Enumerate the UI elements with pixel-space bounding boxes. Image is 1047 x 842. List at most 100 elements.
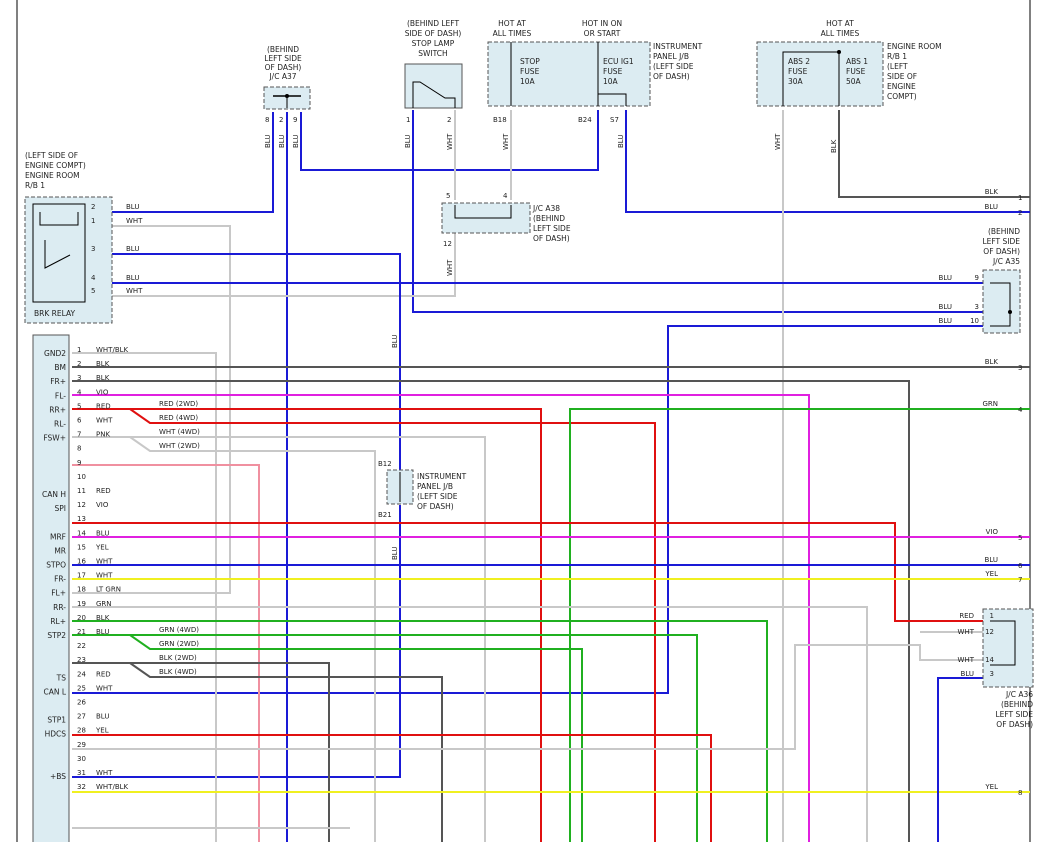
a36-wire-3: BLU bbox=[961, 670, 974, 678]
wire-blu-b21 bbox=[72, 505, 401, 778]
ja38-note-4: OF DASH) bbox=[533, 234, 570, 243]
rt-num-3: 3 bbox=[1018, 364, 1022, 372]
hot-on-2: OR START bbox=[584, 29, 621, 38]
vlabel-a37-8: BLU bbox=[264, 135, 272, 148]
rt-num-7: 7 bbox=[1018, 576, 1022, 584]
sls-pin1: 1 bbox=[406, 116, 410, 124]
rt-wire-8: YEL bbox=[984, 783, 998, 791]
rt-wire-4: GRN bbox=[982, 400, 998, 408]
jc-a38-bus bbox=[454, 205, 512, 219]
ecu-pin-num-23: 23 bbox=[77, 656, 86, 664]
wire-grn-4 bbox=[569, 408, 1030, 842]
errb1-note-2: R/B 1 bbox=[887, 52, 907, 61]
rb1l-note-4: R/B 1 bbox=[25, 181, 45, 190]
abs2-fuse-1: ABS 2 bbox=[788, 57, 810, 66]
ecu-pin-wire-4: VIO bbox=[96, 388, 109, 396]
rt-num-6: 6 bbox=[1018, 562, 1023, 570]
stop-fuse-2: FUSE bbox=[520, 67, 540, 76]
ecu-pin-num-20: 20 bbox=[77, 614, 86, 622]
rt-wire-1: BLK bbox=[985, 188, 999, 196]
a38-pin4: 4 bbox=[503, 192, 508, 200]
hot-on-1: HOT IN ON bbox=[582, 19, 622, 28]
vlabel-s7: BLU bbox=[617, 135, 625, 148]
wire-rrm-4wd bbox=[130, 634, 698, 842]
ecu-pin-name-25: CAN L bbox=[43, 687, 66, 696]
ja37-note-2: LEFT SIDE bbox=[264, 54, 302, 63]
hot-always-2: ALL TIMES bbox=[493, 29, 532, 38]
ja36-note-2: (BEHIND bbox=[1001, 700, 1033, 709]
ecu-pin-name-1: GND2 bbox=[44, 349, 66, 358]
wire-flminus bbox=[72, 394, 810, 842]
a36-pins: RED 1 WHT 12 WHT 14 BLU 3 bbox=[958, 612, 995, 678]
wire-wht-a38-12 bbox=[90, 232, 456, 297]
stop-fuse-3: 10A bbox=[520, 77, 536, 86]
ecu-pin-num-6: 6 bbox=[77, 417, 82, 425]
a36-pin-14: 14 bbox=[985, 656, 994, 664]
ecu-pin-name-7: FSW+ bbox=[43, 434, 66, 443]
wire-rrplus-2wd bbox=[130, 408, 542, 842]
vlabel-sls2: WHT bbox=[446, 133, 454, 150]
ecu-pin-num-15: 15 bbox=[77, 543, 86, 551]
relay-pin1: 1 bbox=[91, 217, 95, 225]
ecu-pin-num-21: 21 bbox=[77, 628, 86, 636]
ecu-pin-wire-5: RED bbox=[96, 402, 111, 410]
jc-a36-box bbox=[982, 608, 1034, 688]
vlabel-b18: WHT bbox=[502, 133, 510, 150]
ipjb-note-2: PANEL J/B bbox=[653, 52, 689, 61]
stop-lamp-switch-box bbox=[404, 63, 463, 109]
ecu-pin-wire-1: WHT/BLK bbox=[96, 346, 129, 354]
a38-pin12: 12 bbox=[443, 240, 452, 248]
wire-flplus bbox=[72, 620, 768, 842]
rb1l-note-2: ENGINE COMPT) bbox=[25, 161, 86, 170]
wires bbox=[72, 110, 1030, 842]
a36-pin-12: 12 bbox=[985, 628, 994, 636]
wire-blk-abs1 bbox=[838, 110, 1030, 198]
a36-pin-3: 3 bbox=[990, 670, 994, 678]
ecu-pin-num-31: 31 bbox=[77, 769, 86, 777]
ecu-pin-wire-14: BLU bbox=[96, 529, 109, 537]
ecu-pin-num-18: 18 bbox=[77, 586, 86, 594]
ecu-pin-num-30: 30 bbox=[77, 755, 86, 763]
ecu-pin-name-2: BM bbox=[54, 363, 66, 372]
rt-wire-7: YEL bbox=[984, 570, 998, 578]
abs1-fuse-2: FUSE bbox=[846, 67, 866, 76]
a37-pin2: 2 bbox=[279, 116, 283, 124]
rt-num-8: 8 bbox=[1018, 789, 1022, 797]
ipjb-note-3: (LEFT SIDE bbox=[653, 62, 694, 71]
rb1l-note-3: ENGINE ROOM bbox=[25, 171, 80, 180]
ipjb2-note-1: INSTRUMENT bbox=[417, 472, 467, 481]
rt-num-2: 2 bbox=[1018, 209, 1022, 217]
var-rrm-2wd: GRN (2WD) bbox=[159, 640, 199, 648]
wire-blu-s7 bbox=[625, 110, 1030, 213]
ecu-pin-num-25: 25 bbox=[77, 684, 86, 692]
ecu-pin-name-11: CAN H bbox=[42, 490, 66, 499]
right-terminals: BLK 1 BLU 2 BLK 3 GRN 4 VIO 5 BLU 6 YEL … bbox=[982, 188, 1023, 797]
var-rl-4wd: WHT (4WD) bbox=[159, 428, 200, 436]
a36-wire-14: WHT bbox=[958, 656, 975, 664]
rt-wire-5: VIO bbox=[986, 528, 999, 536]
ecu-pin-num-2: 2 bbox=[77, 360, 81, 368]
relay-pin2: 2 bbox=[91, 203, 95, 211]
vertical-wire-labels: BLU BLU BLU BLU WHT WHT BLU WHT BLK WHT … bbox=[264, 133, 838, 560]
ecu-pin-wire-2: BLK bbox=[96, 360, 110, 368]
ecu-pin-name-4: FL- bbox=[55, 391, 66, 400]
ja35-note-4: J/C A35 bbox=[992, 257, 1020, 266]
vlabel-a38-12: WHT bbox=[446, 259, 454, 276]
errb1-note-6: COMPT) bbox=[887, 92, 917, 101]
ecu-pin-num-28: 28 bbox=[77, 727, 86, 735]
ecu-pin-wire-7: PNK bbox=[96, 431, 110, 439]
ecu-pin-num-14: 14 bbox=[77, 529, 86, 537]
vlabel-abs1: BLK bbox=[830, 139, 838, 153]
var-rrm-4wd: GRN (4WD) bbox=[159, 626, 199, 634]
wire-frminus bbox=[72, 606, 868, 842]
ecu-pin-wire-20: BLK bbox=[96, 614, 110, 622]
vlabel-a37-2: BLU bbox=[278, 135, 286, 148]
ipjb-b21: B21 bbox=[378, 511, 392, 519]
a37-pin8: 8 bbox=[265, 116, 269, 124]
ecu-pin-wire-12: VIO bbox=[96, 501, 109, 509]
ecu-pin-num-27: 27 bbox=[77, 713, 86, 721]
ecu-pin-name-19: RR- bbox=[53, 603, 66, 612]
ipjb-b12: B12 bbox=[378, 460, 392, 468]
ecu-pin-num-32: 32 bbox=[77, 783, 86, 791]
